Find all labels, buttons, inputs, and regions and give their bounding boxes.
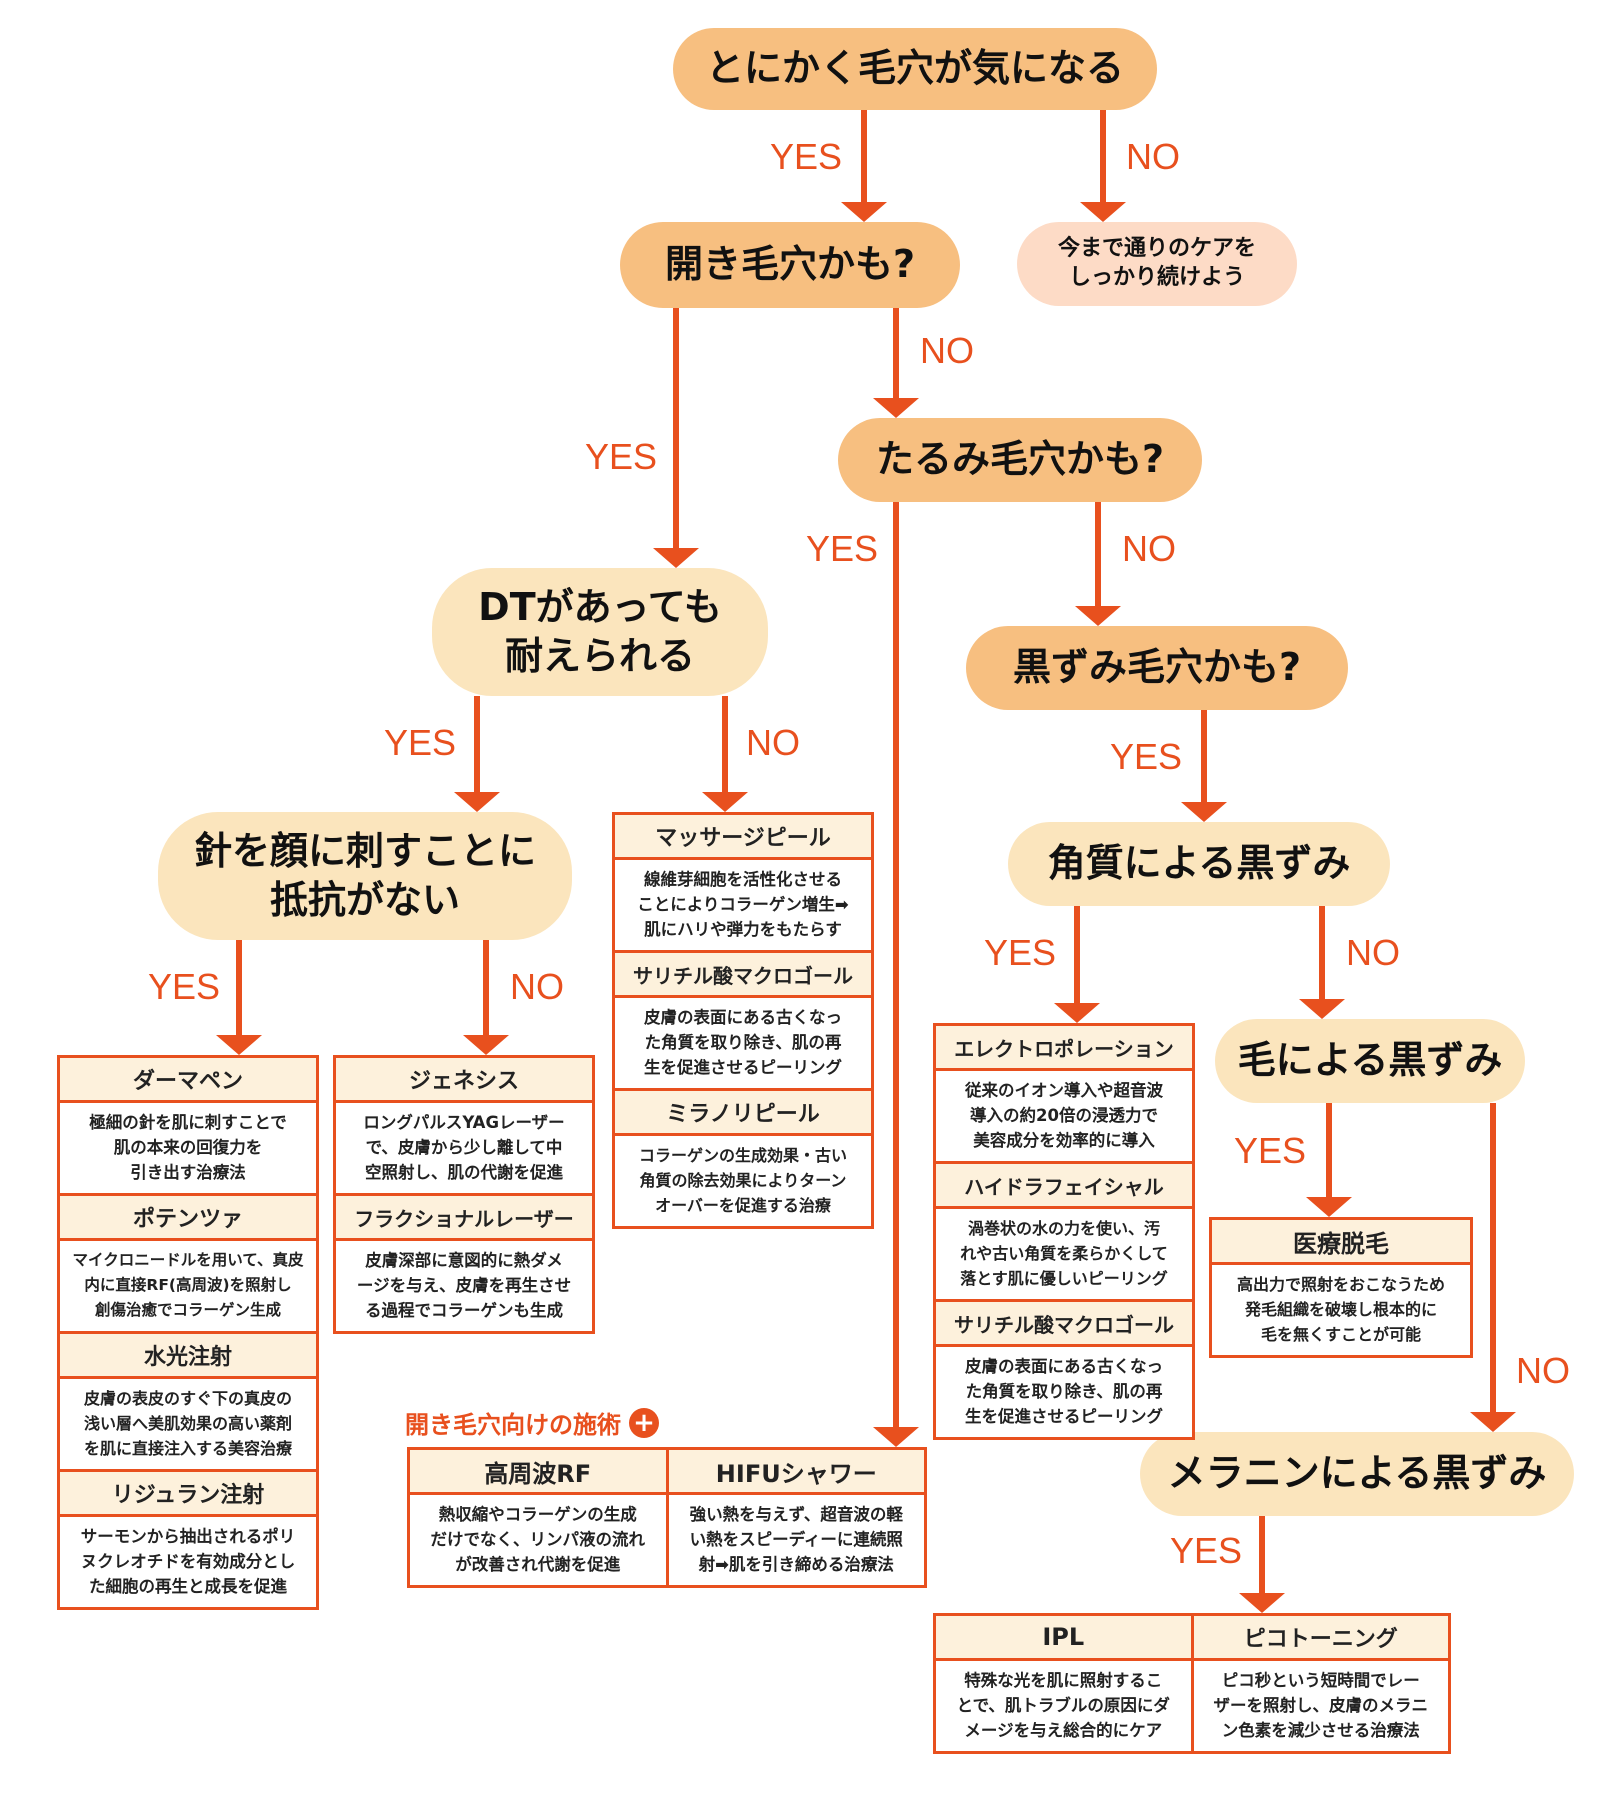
card-title: 高周波RF	[410, 1450, 666, 1495]
arrow-q3-yes	[873, 502, 919, 1447]
label-yes-4: YES	[384, 722, 457, 763]
card-title: ダーマペン	[60, 1058, 316, 1103]
card-desc: 強い熱を与えず、超音波の軽 い熱をスピーディーに連続照 射➡肌を引き締める治療法	[689, 1505, 903, 1574]
label-no-4: NO	[746, 722, 800, 763]
arrow-q3-no	[1075, 502, 1121, 626]
card-desc: 皮膚深部に意図的に熱ダメ ージを与え、皮膚を再生させ る過程でコラーゲンも生成	[356, 1251, 572, 1320]
question-pores-concern: とにかく毛穴が気になる	[673, 28, 1157, 110]
arrow-q8-yes	[1306, 1103, 1352, 1217]
question-keratin-dark: 角質による黒ずみ	[1008, 822, 1390, 906]
label-yes-9: YES	[1170, 1530, 1243, 1571]
card-title: エレクトロポレーション	[936, 1026, 1192, 1071]
card-desc: 特殊な光を肌に照射するこ とで、肌トラブルの原因にダ メージを与え総合的にケア	[956, 1671, 1170, 1740]
card-title: サリチル酸マクロゴール	[615, 953, 871, 998]
endpoint-continue-care: 今まで通りのケアを しっかり続けよう	[1017, 222, 1297, 306]
arrow-q6-no	[463, 940, 509, 1055]
open-pore-section-heading: 開き毛穴向けの施術 +	[405, 1405, 659, 1440]
card-title: ジェネシス	[336, 1058, 592, 1103]
question-open-pores: 開き毛穴かも?	[620, 222, 960, 308]
card-title: 医療脱毛	[1212, 1220, 1470, 1265]
card-keratin-treatments: エレクトロポレーション従来のイオン導入や超音波 導入の約20倍の浸透力で 美容成…	[933, 1023, 1195, 1440]
label-no-8: NO	[1516, 1350, 1570, 1391]
card-desc: 極細の針を肌に刺すことで 肌の本来の回復力を 引き出す治療法	[89, 1113, 287, 1182]
label-no-6: NO	[510, 966, 564, 1007]
question-sagging-pores: たるみ毛穴かも?	[838, 418, 1202, 502]
card-desc: ピコ秒という短時間でレー ザーを照射し、皮膚のメラニ ン色素を減少させる治療法	[1213, 1671, 1429, 1740]
card-title: マッサージピール	[615, 815, 871, 860]
label-no-3: NO	[1122, 528, 1176, 569]
card-title: ポテンツァ	[60, 1196, 316, 1241]
card-laser-treatments: ジェネシスロングパルスYAGレーザー で、皮膚から少し離して中 空照射し、肌の代…	[333, 1055, 595, 1334]
card-title: IPL	[936, 1616, 1191, 1661]
question-dark-pores: 黒ずみ毛穴かも?	[966, 626, 1348, 710]
arrow-q9-yes	[1239, 1516, 1285, 1613]
arrow-q1-no	[1080, 110, 1126, 222]
question-downtime-ok: DTがあっても 耐えられる	[432, 568, 768, 696]
arrow-q5-yes	[1181, 710, 1227, 822]
card-desc: コラーゲンの生成効果・古い 角質の除去効果によりターン オーバーを促進する治療	[638, 1146, 847, 1215]
arrow-q1-yes	[841, 110, 887, 222]
label-no-2: NO	[920, 330, 974, 371]
label-no-1: NO	[1126, 136, 1180, 177]
card-title: ピコトーニング	[1193, 1616, 1448, 1661]
card-desc: 皮膚の表面にある古くなっ た角質を取り除き、肌の再 生を促進させるピーリング	[644, 1008, 842, 1077]
arrow-q7-no	[1299, 906, 1345, 1019]
arrow-q7-yes	[1054, 906, 1100, 1023]
arrow-q2-no	[873, 308, 919, 418]
plus-icon: +	[629, 1407, 659, 1438]
card-desc: 渦巻状の水の力を使い、汚 れや古い角質を柔らかくして 落とす肌に優しいピーリング	[960, 1219, 1168, 1288]
arrow-q6-yes	[216, 940, 262, 1055]
question-melanin-dark: メラニンによる黒ずみ	[1140, 1432, 1574, 1516]
card-hair-treatment: 医療脱毛高出力で照射をおこなうため 発毛組織を破壊し根本的に 毛を無くすことが可…	[1209, 1217, 1473, 1358]
card-title: ミラノリピール	[615, 1091, 871, 1136]
card-peel-treatments: マッサージピール線維芽細胞を活性化させる ことによりコラーゲン増生➡ 肌にハリや…	[612, 812, 874, 1229]
question-hair-dark: 毛による黒ずみ	[1215, 1019, 1525, 1103]
card-title: フラクショナルレーザー	[336, 1196, 592, 1241]
label-yes-5: YES	[1110, 736, 1183, 777]
label-no-7: NO	[1346, 932, 1400, 973]
card-needle-treatments: ダーマペン極細の針を肌に刺すことで 肌の本来の回復力を 引き出す治療法 ポテンツ…	[57, 1055, 319, 1610]
card-melanin-treatments: IPL 特殊な光を肌に照射するこ とで、肌トラブルの原因にダ メージを与え総合的に…	[933, 1613, 1451, 1754]
arrow-q4-yes	[454, 696, 500, 812]
arrow-q2-yes	[653, 308, 699, 568]
label-yes-7: YES	[984, 932, 1057, 973]
card-desc: サーモンから抽出されるポリ ヌクレオチドを有効成分とし た細胞の再生と成長を促進	[80, 1527, 296, 1596]
label-yes-1: YES	[770, 136, 843, 177]
card-title: サリチル酸マクロゴール	[936, 1302, 1192, 1347]
label-yes-3: YES	[806, 528, 879, 569]
card-desc: 皮膚の表面にある古くなっ た角質を取り除き、肌の再 生を促進させるピーリング	[965, 1357, 1163, 1426]
card-desc: 熱収縮やコラーゲンの生成 だけでなく、リンパ液の流れ が改善され代謝を促進	[430, 1505, 646, 1574]
card-desc: 線維芽細胞を活性化させる ことによりコラーゲン増生➡ 肌にハリや弾力をもたらす	[637, 870, 849, 939]
card-title: リジュラン注射	[60, 1472, 316, 1517]
label-yes-6: YES	[148, 966, 221, 1007]
card-title: 水光注射	[60, 1334, 316, 1379]
card-desc: マイクロニードルを用いて、真皮 内に直接RF(高周波)を照射し 創傷治癒でコラー…	[72, 1251, 304, 1319]
card-desc: 高出力で照射をおこなうため 発毛組織を破壊し根本的に 毛を無くすことが可能	[1236, 1275, 1445, 1344]
card-open-pore-treatments: 高周波RF 熱収縮やコラーゲンの生成 だけでなく、リンパ液の流れ が改善され代謝を…	[407, 1447, 927, 1588]
label-yes-2: YES	[585, 436, 658, 477]
question-needle-ok: 針を顔に刺すことに 抵抗がない	[158, 812, 572, 940]
arrow-q8-no	[1470, 1103, 1516, 1432]
card-desc: 従来のイオン導入や超音波 導入の約20倍の浸透力で 美容成分を効率的に導入	[965, 1081, 1163, 1150]
label-yes-8: YES	[1234, 1130, 1307, 1171]
card-title: ハイドラフェイシャル	[936, 1164, 1192, 1209]
section-heading-text: 開き毛穴向けの施術	[405, 1411, 621, 1439]
card-title: HIFUシャワー	[668, 1450, 924, 1495]
arrow-q4-no	[702, 696, 748, 812]
card-desc: 皮膚の表皮のすぐ下の真皮の 浅い層へ美肌効果の高い薬剤 を肌に直接注入する美容治…	[83, 1389, 292, 1458]
card-desc: ロングパルスYAGレーザー で、皮膚から少し離して中 空照射し、肌の代謝を促進	[363, 1113, 565, 1182]
